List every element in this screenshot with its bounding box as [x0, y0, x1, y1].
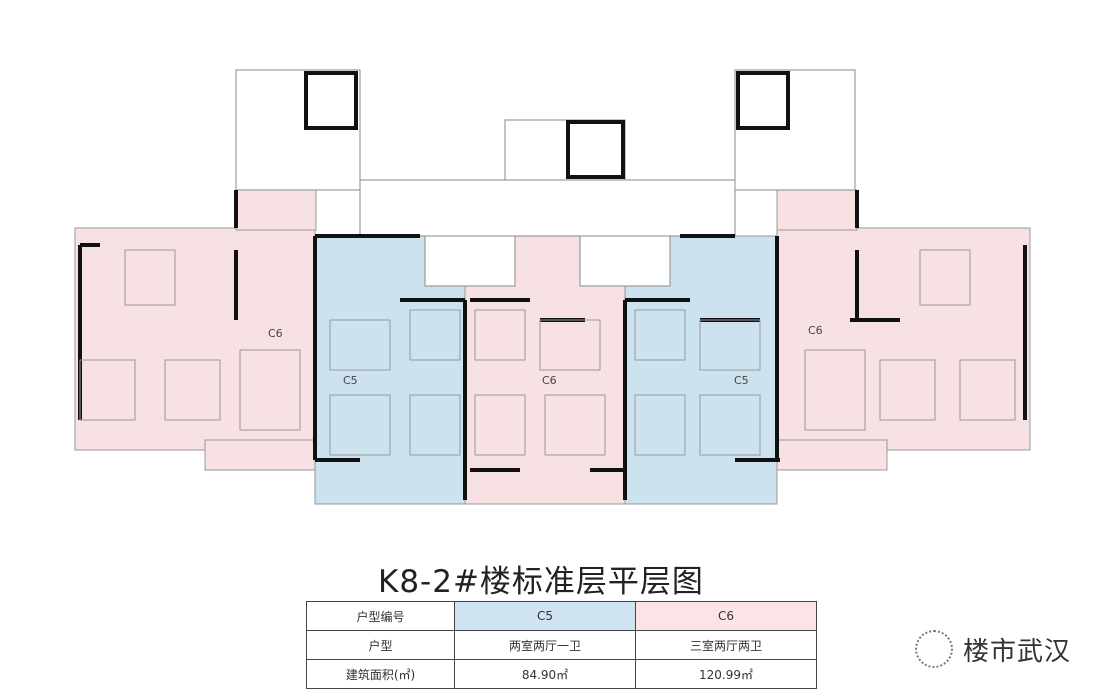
- room-dividers: [79, 249, 1016, 456]
- table-row: 建筑面积(㎡) 84.90㎡ 120.99㎡: [306, 659, 817, 689]
- table-row: 户型编号 C5 C6: [306, 601, 817, 631]
- unit-label-c5-left: C5: [343, 374, 358, 387]
- cell-c5: 84.90㎡: [454, 659, 636, 689]
- watermark-text: 楼市武汉: [963, 636, 1072, 667]
- unit-label-c6-center: C6: [542, 374, 557, 387]
- unit-c6-left: [74, 189, 317, 471]
- cell-c6: 120.99㎡: [635, 659, 817, 689]
- unit-c6-right: [776, 189, 1031, 471]
- table-row: 户型 两室两厅一卫 三室两厅两卫: [306, 630, 817, 660]
- row-label: 建筑面积(㎡): [306, 659, 455, 689]
- walls: [78, 71, 1027, 500]
- unit-info-table: 户型编号 C5 C6 户型 两室两厅一卫 三室两厅两卫 建筑面积(㎡) 84.9…: [306, 601, 817, 689]
- wechat-logo-icon: [915, 630, 953, 668]
- header-c6: C6: [635, 601, 817, 631]
- core-and-corridor: [235, 69, 856, 287]
- floor-plan: C6 C5 C6 C5 C6: [74, 69, 1031, 505]
- cell-c5: 两室两厅一卫: [454, 630, 636, 660]
- watermark: 楼市武汉: [915, 630, 1071, 668]
- header-label: 户型编号: [306, 601, 455, 631]
- header-c5: C5: [454, 601, 636, 631]
- unit-label-c6-left: C6: [268, 327, 283, 340]
- unit-label-c5-right: C5: [734, 374, 749, 387]
- page-title: K8-2#楼标准层平层图: [378, 564, 704, 600]
- unit-label-c6-right: C6: [808, 324, 823, 337]
- cell-c6: 三室两厅两卫: [635, 630, 817, 660]
- row-label: 户型: [306, 630, 455, 660]
